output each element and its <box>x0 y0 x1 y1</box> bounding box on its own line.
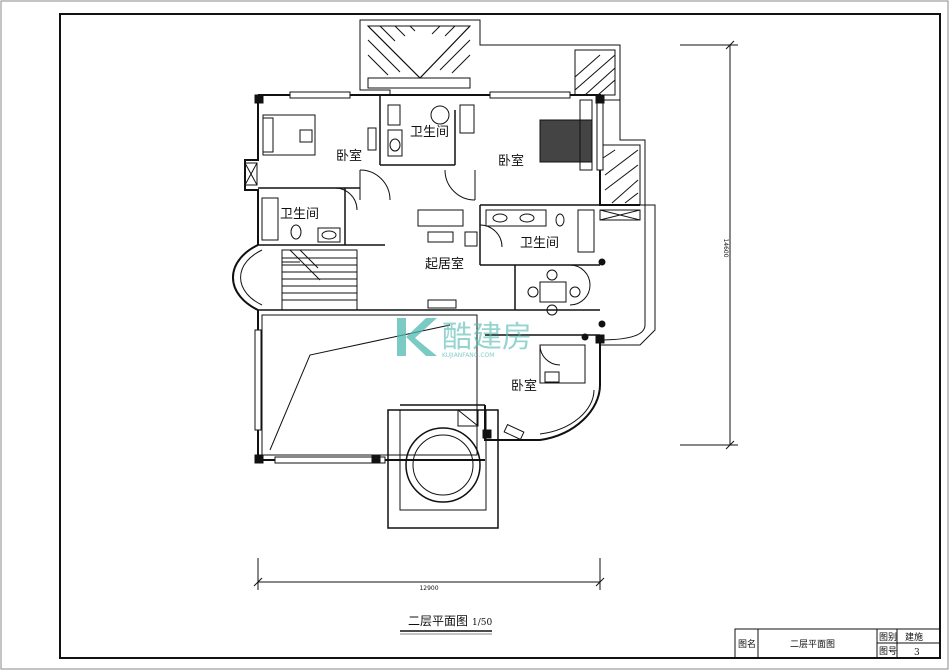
room-label-bedroom-nw: 卧室 <box>336 148 362 164</box>
stair-bay <box>231 244 259 311</box>
window-markers <box>244 162 641 427</box>
room-label-bathroom-e: 卫生间 <box>520 236 559 251</box>
watermark-brand: 酷建房 <box>442 320 532 355</box>
watermark: 酷建房 KUJIANFANG.COM <box>397 318 532 359</box>
bed-se <box>539 344 586 384</box>
room-label-bathroom-w: 卫生间 <box>280 207 319 222</box>
bed-nw <box>262 114 316 156</box>
living-furniture <box>417 209 478 309</box>
horizontal-dimension <box>253 558 605 590</box>
circular-balcony <box>387 409 499 529</box>
title-block-number-value: 3 <box>914 648 920 658</box>
southeast-bay <box>539 384 601 441</box>
windows <box>254 91 604 464</box>
drawing-frame <box>59 13 941 659</box>
columns <box>254 94 606 464</box>
room-label-bedroom-ne: 卧室 <box>498 153 524 169</box>
bath-fixtures <box>261 104 595 253</box>
room-label-living-room: 起居室 <box>425 256 464 272</box>
room-label-bathroom-n: 卫生间 <box>410 125 449 140</box>
east-balcony <box>599 204 646 341</box>
title-block-category-value: 建施 <box>905 631 923 643</box>
vertical-dimension <box>680 40 738 450</box>
roof-nw <box>359 19 621 101</box>
watermark-logo-icon <box>397 318 437 356</box>
drawing-title: 二层平面图 <box>408 614 468 628</box>
title-block <box>734 628 941 659</box>
overall-width-dimension: 12900 <box>419 585 438 592</box>
title-block-name-label: 图名 <box>738 638 756 650</box>
title-block-number-label: 图号 <box>879 646 897 657</box>
title-block-category-label: 图别 <box>879 632 897 643</box>
title-block-name-value: 二层平面图 <box>790 639 835 650</box>
drawing-scale: 1/50 <box>472 618 492 628</box>
dining-set <box>503 269 581 441</box>
watermark-url: KUJIANFANG.COM <box>442 352 494 359</box>
staircase <box>281 249 358 311</box>
overall-height-dimension: 14600 <box>722 238 729 257</box>
floor-plan <box>231 19 656 529</box>
bed-ne <box>539 99 593 171</box>
room-label-bedroom-se: 卧室 <box>511 378 537 394</box>
